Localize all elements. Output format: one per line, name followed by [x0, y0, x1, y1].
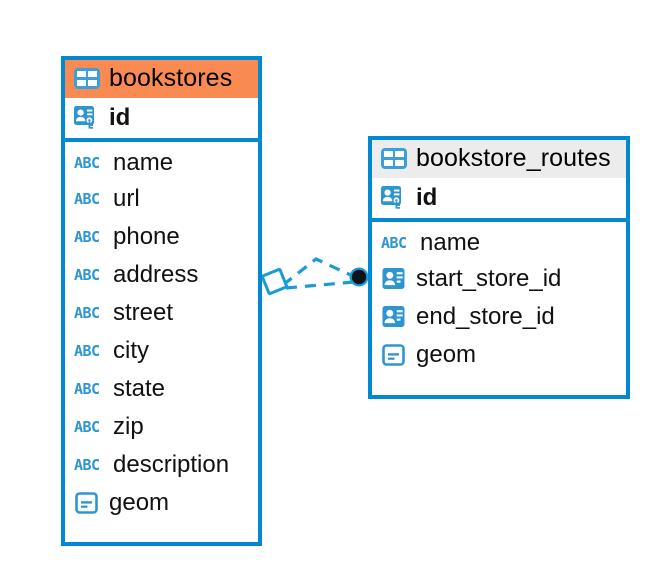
abc-icon: ABC: [74, 190, 100, 208]
field-label: city: [113, 337, 149, 364]
field-row-geom[interactable]: geom: [372, 336, 626, 374]
table-icon: [381, 148, 407, 169]
entity-body-bookstores: id ABC name ABC url ABC phone ABC addres…: [65, 98, 258, 522]
relationship-edge-1[interactable]: [282, 257, 356, 287]
abc-icon: ABC: [381, 233, 407, 252]
entity-header-bookstore-routes: bookstore_routes: [372, 140, 626, 178]
entity-title: bookstore_routes: [416, 144, 611, 172]
abc-icon: ABC: [74, 266, 100, 284]
field-row-street[interactable]: ABC street: [65, 294, 258, 332]
field-row-description[interactable]: ABC description: [65, 446, 258, 484]
field-row-start-store-id[interactable]: start_store_id: [372, 260, 626, 298]
field-label: address: [113, 261, 199, 288]
entity-bookstores[interactable]: bookstores: [61, 56, 262, 546]
field-label: description: [113, 451, 230, 478]
table-icon: [74, 68, 100, 89]
field-row-url[interactable]: ABC url: [65, 180, 258, 218]
field-row-name[interactable]: ABC name: [65, 142, 258, 180]
geometry-icon: [74, 492, 100, 514]
field-label: geom: [109, 489, 170, 516]
field-label: id: [416, 184, 438, 211]
foreign-key-icon: [381, 268, 407, 290]
foreign-key-icon: [381, 306, 407, 328]
filled-circle-marker: [349, 267, 369, 287]
diamond-marker: [260, 267, 289, 296]
abc-icon: ABC: [74, 342, 100, 360]
abc-icon: ABC: [74, 380, 100, 398]
abc-icon: ABC: [74, 228, 100, 246]
field-label: id: [109, 104, 131, 131]
entity-header-bookstores: bookstores: [65, 60, 258, 98]
field-label: geom: [416, 341, 477, 368]
field-label: url: [113, 185, 140, 212]
field-row-end-store-id[interactable]: end_store_id: [372, 298, 626, 336]
relationship-edge-2[interactable]: [285, 280, 355, 290]
abc-icon: ABC: [74, 304, 100, 322]
field-label: name: [420, 228, 481, 256]
geometry-icon: [381, 344, 407, 366]
field-label: name: [113, 148, 174, 176]
field-row-city[interactable]: ABC city: [65, 332, 258, 370]
field-label: state: [113, 375, 166, 402]
entity-body-bookstore-routes: id ABC name start_store_id: [372, 178, 626, 374]
field-label: end_store_id: [416, 303, 555, 330]
abc-icon: ABC: [74, 153, 100, 172]
field-label: street: [113, 299, 174, 326]
field-row-geom[interactable]: geom: [65, 484, 258, 522]
field-label: phone: [113, 223, 180, 250]
field-row-id[interactable]: id: [65, 98, 258, 142]
primary-key-icon: [381, 186, 407, 210]
entity-bookstore-routes[interactable]: bookstore_routes: [368, 136, 630, 399]
abc-icon: ABC: [74, 418, 100, 436]
primary-key-icon: [74, 106, 100, 130]
field-row-state[interactable]: ABC state: [65, 370, 258, 408]
field-row-address[interactable]: ABC address: [65, 256, 258, 294]
field-row-id[interactable]: id: [372, 178, 626, 222]
field-row-name[interactable]: ABC name: [372, 222, 626, 260]
entity-title: bookstores: [109, 64, 233, 92]
field-row-zip[interactable]: ABC zip: [65, 408, 258, 446]
field-label: start_store_id: [416, 265, 562, 292]
field-label: zip: [113, 413, 144, 440]
field-row-phone[interactable]: ABC phone: [65, 218, 258, 256]
abc-icon: ABC: [74, 456, 100, 474]
